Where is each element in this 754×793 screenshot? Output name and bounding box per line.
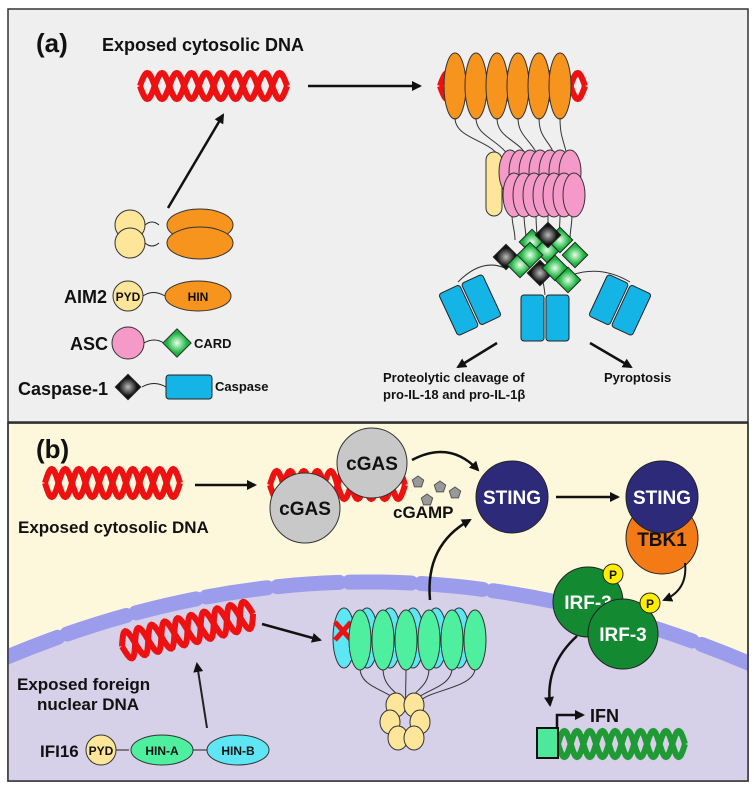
legend-caspase: Caspase [215, 379, 268, 394]
hin-a-label: HIN-A [145, 744, 179, 758]
arrow [411, 450, 480, 472]
aim2-hin-domain [527, 52, 551, 120]
nuclear-dna-label: Exposed foreign [17, 675, 150, 694]
aim2-hin-domain [485, 52, 509, 120]
arrow [193, 662, 208, 729]
caspase-domain-pair [589, 274, 651, 336]
tbk1-label: TBK1 [637, 530, 687, 551]
caspase-domain-pair [520, 294, 570, 342]
cgas-label: cGAS [279, 499, 331, 520]
cgamp-label: cGAMP [393, 503, 453, 522]
legend-asc: ASC [70, 334, 108, 354]
panel-a-title: Exposed cytosolic DNA [102, 35, 304, 55]
dna-helix [42, 465, 183, 501]
arrow [456, 341, 498, 369]
arrow [589, 341, 633, 369]
cgas-label: cGAS [346, 454, 398, 475]
panel-b: (b) Exposed cytosolic DNA cGAS cGAS cGAM… [7, 422, 749, 782]
legend-pyd: PYD [116, 290, 141, 304]
aim2-inflammasome [437, 52, 651, 342]
aim2-hin-domain [506, 52, 530, 120]
panel-a-label: (a) [36, 28, 68, 58]
arrow [662, 562, 687, 602]
nuclear-dna-label-2: nuclear DNA [37, 695, 139, 714]
arrow [166, 113, 225, 209]
asc-card [516, 241, 544, 269]
pyd-label: PYD [89, 744, 114, 758]
aim2-hin-domain [464, 52, 488, 120]
ifi16-hin-a [394, 609, 418, 671]
arrow [544, 635, 578, 707]
aim2-hin-domain [443, 52, 467, 120]
sting-label: STING [633, 488, 691, 509]
ifn-gene: IFN [536, 706, 688, 761]
irf3-dimer: IRF-3 IRF-3 P P [552, 563, 661, 670]
ifi16-hin-a [348, 609, 372, 671]
caspase-domain-pair [439, 274, 501, 336]
cgas: cGAS cGAS [269, 427, 408, 544]
outcome-cleavage: Proteolytic cleavage of [383, 370, 525, 385]
dna-strand [137, 69, 290, 103]
caspase1-card [534, 221, 562, 249]
ifi16-hin-a [371, 609, 395, 671]
dna-helix [137, 69, 290, 103]
ifi16-hin-a [417, 609, 441, 671]
asc-card [561, 241, 589, 269]
asc-card [554, 266, 582, 294]
dna-strand [555, 727, 688, 761]
dna-strand [42, 465, 183, 501]
ifi16-hin-a [463, 609, 487, 671]
arrow [428, 518, 472, 601]
legend-aim2: AIM2 [64, 287, 107, 307]
sting: STING [475, 460, 549, 534]
cytosolic-dna-label: Exposed cytosolic DNA [18, 518, 209, 537]
phosphate-label: P [646, 597, 654, 611]
aim2-dimer [114, 208, 234, 260]
sting-tbk1: TBK1 STING [625, 460, 699, 575]
aim2-hin-domain [548, 52, 572, 120]
arrow [261, 622, 322, 643]
outcome-cleavage-2: pro-IL-18 and pro-IL-1β [383, 387, 525, 402]
ifi16-legend: IFI16 PYD HIN-A HIN-B [40, 734, 270, 766]
legend: AIM2 PYD HIN ASC CARD Caspase-1 Caspase [18, 280, 268, 401]
ifi16-complex [332, 607, 487, 751]
ifi16-hin-a [440, 609, 464, 671]
legend-hin: HIN [188, 290, 209, 304]
ifi16-pyd [403, 725, 425, 751]
asc-pyd [562, 172, 586, 218]
ifi16-label: IFI16 [40, 742, 79, 761]
phosphate-label: P [609, 568, 617, 582]
legend-caspase1: Caspase-1 [18, 379, 108, 399]
ifn-label: IFN [590, 706, 619, 726]
panel-a: (a) Exposed cytosolic DNA AIM2 PYD HIN A… [7, 8, 749, 423]
legend-card: CARD [194, 336, 232, 351]
irf3-label: IRF-3 [599, 625, 647, 646]
hin-b-label: HIN-B [221, 744, 255, 758]
panel-b-label: (b) [36, 434, 69, 464]
cgamp-molecules [411, 475, 462, 506]
dna-strand [119, 601, 257, 659]
nuclear-dna-helix [119, 598, 257, 662]
outcome-pyroptosis: Pyroptosis [604, 370, 671, 385]
sting-label: STING [483, 488, 541, 509]
